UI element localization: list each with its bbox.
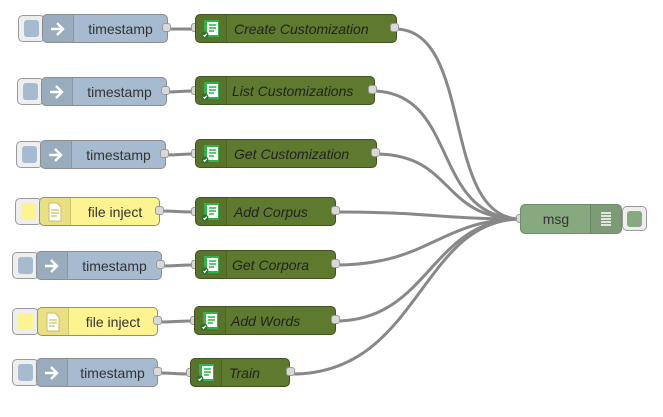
inject-trigger-button[interactable]	[18, 15, 45, 42]
node-label: Get Customization	[234, 145, 350, 162]
node-label: timestamp	[86, 146, 151, 163]
node-label: List Customizations	[232, 82, 354, 99]
file-inject-trigger-button[interactable]	[12, 308, 39, 335]
wire[interactable]	[159, 319, 194, 324]
inject-trigger-swatch	[21, 203, 36, 220]
arrow-right-icon	[42, 78, 73, 105]
function-node[interactable]: Add Corpus	[195, 197, 336, 226]
wire[interactable]	[334, 210, 522, 221]
output-port[interactable]	[156, 260, 165, 269]
node-label: timestamp	[80, 364, 145, 381]
wire[interactable]	[371, 89, 522, 221]
file-inject-node[interactable]: file inject	[39, 197, 160, 226]
output-port[interactable]	[160, 149, 169, 158]
wire[interactable]	[334, 217, 522, 323]
arrow-right-icon	[43, 15, 74, 42]
node-label: Train	[229, 364, 260, 381]
node-label: Add Words	[231, 312, 301, 329]
inject-node[interactable]: timestamp	[40, 140, 166, 169]
function-node[interactable]: List Customizations	[195, 76, 375, 105]
file-icon	[38, 308, 69, 335]
wire[interactable]	[394, 27, 522, 221]
output-port[interactable]	[331, 259, 340, 268]
node-label: Get Corpora	[232, 256, 310, 273]
output-port[interactable]	[153, 316, 162, 325]
wire[interactable]	[161, 263, 194, 268]
function-node[interactable]: Train	[190, 358, 290, 387]
node-label: timestamp	[82, 257, 147, 274]
function-doc-icon	[196, 198, 227, 225]
function-doc-icon	[191, 359, 222, 386]
output-port[interactable]	[155, 206, 164, 215]
wire[interactable]	[159, 371, 190, 376]
node-label: timestamp	[88, 20, 153, 37]
wire[interactable]	[160, 209, 194, 214]
debug-toggle-button[interactable]	[622, 206, 647, 231]
node-label: file inject	[87, 203, 143, 220]
function-doc-icon	[195, 307, 226, 334]
arrow-right-icon	[37, 359, 68, 386]
inject-trigger-swatch	[23, 83, 38, 100]
wire[interactable]	[165, 89, 194, 94]
wire[interactable]	[334, 217, 522, 267]
wire[interactable]	[374, 152, 522, 221]
output-port[interactable]	[153, 367, 162, 376]
inject-trigger-button[interactable]	[17, 78, 44, 105]
inject-trigger-swatch	[18, 364, 33, 381]
output-port[interactable]	[371, 148, 380, 157]
function-doc-icon	[196, 251, 227, 278]
node-label: msg	[542, 211, 570, 227]
function-node[interactable]: Create Customization	[195, 14, 397, 43]
file-inject-trigger-button[interactable]	[15, 198, 42, 225]
wire[interactable]	[291, 217, 522, 376]
node-label: file inject	[85, 313, 141, 330]
inject-node[interactable]: timestamp	[36, 251, 162, 280]
output-port[interactable]	[368, 85, 377, 94]
debug-toggle-swatch	[627, 210, 642, 227]
inject-node[interactable]: timestamp	[41, 77, 167, 106]
inject-trigger-swatch	[18, 257, 33, 274]
output-port[interactable]	[161, 86, 170, 95]
function-doc-icon	[196, 140, 227, 167]
arrow-right-icon	[37, 252, 68, 279]
node-label: Add Corpus	[234, 203, 308, 220]
node-label: timestamp	[87, 83, 152, 100]
node-label: Create Customization	[234, 20, 369, 37]
wire[interactable]	[165, 152, 194, 157]
inject-trigger-button[interactable]	[12, 252, 39, 279]
output-port[interactable]	[286, 367, 295, 376]
function-doc-icon	[196, 77, 227, 104]
inject-trigger-swatch	[18, 313, 33, 330]
output-port[interactable]	[162, 23, 171, 32]
inject-trigger-swatch	[24, 20, 39, 37]
function-node[interactable]: Get Customization	[195, 139, 377, 168]
debug-node[interactable]: msg	[520, 204, 622, 234]
file-inject-node[interactable]: file inject	[37, 307, 158, 336]
function-doc-icon	[196, 15, 227, 42]
inject-node[interactable]: timestamp	[36, 358, 158, 387]
output-port[interactable]	[331, 315, 340, 324]
inject-trigger-button[interactable]	[12, 359, 39, 386]
arrow-right-icon	[41, 141, 72, 168]
output-port[interactable]	[331, 206, 340, 215]
file-icon	[40, 198, 71, 225]
inject-trigger-button[interactable]	[16, 141, 43, 168]
inject-node[interactable]: timestamp	[42, 14, 168, 43]
function-node[interactable]: Get Corpora	[195, 250, 336, 279]
output-port[interactable]	[390, 23, 399, 32]
debug-list-icon	[590, 205, 621, 233]
function-node[interactable]: Add Words	[194, 306, 336, 335]
inject-trigger-swatch	[22, 146, 37, 163]
